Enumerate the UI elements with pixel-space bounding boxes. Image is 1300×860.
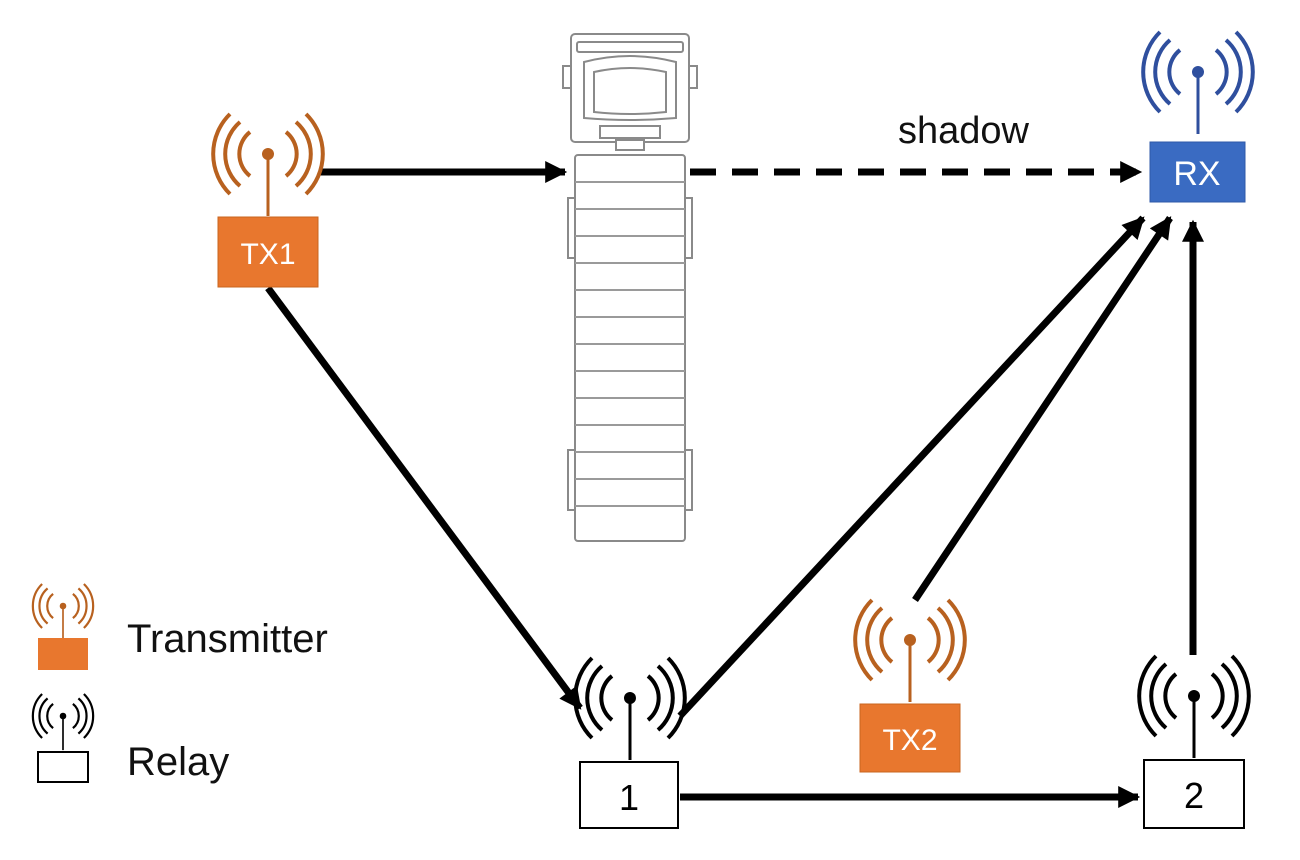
rx-label: RX [1173,155,1220,193]
relay2-label: 2 [1184,775,1204,816]
tx1-antenna-icon [211,112,325,218]
node-relay1: 1 [573,656,687,829]
relay2-box [1143,759,1245,829]
legend: Transmitter Relay [31,582,328,784]
legend-relay-swatch [37,751,89,783]
legend-transmitter: Transmitter [31,582,328,670]
legend-transmitter-antenna-icon [31,582,95,642]
rx-box [1149,141,1246,203]
edge-relay1-rx [677,215,1146,719]
node-relay2: 2 [1137,654,1251,829]
legend-relay-label: Relay [127,740,229,784]
relay1-antenna-icon [573,656,687,762]
tx1-label: TX1 [240,238,295,271]
edge-tx1-relay1 [265,285,583,711]
legend-relay: Relay [31,692,229,784]
relay1-label: 1 [619,777,639,818]
legend-transmitter-label: Transmitter [127,617,328,661]
tx2-antenna-icon [853,598,967,704]
node-rx: RX [1141,30,1255,203]
tx2-label: TX2 [882,724,937,757]
relay2-antenna-icon [1137,654,1251,760]
tx1-box [217,216,319,288]
edge-tx2-rx [912,216,1173,602]
edge-label-shadow: shadow [898,110,1030,152]
legend-transmitter-swatch [38,638,88,670]
truck-icon [562,33,698,542]
legend-relay-antenna-icon [31,692,95,752]
rx-antenna-icon [1141,30,1255,136]
node-tx1: TX1 [211,112,325,288]
relay1-box [579,761,679,829]
tx2-box [859,703,961,773]
node-tx2: TX2 [853,598,967,773]
edges [265,161,1204,808]
